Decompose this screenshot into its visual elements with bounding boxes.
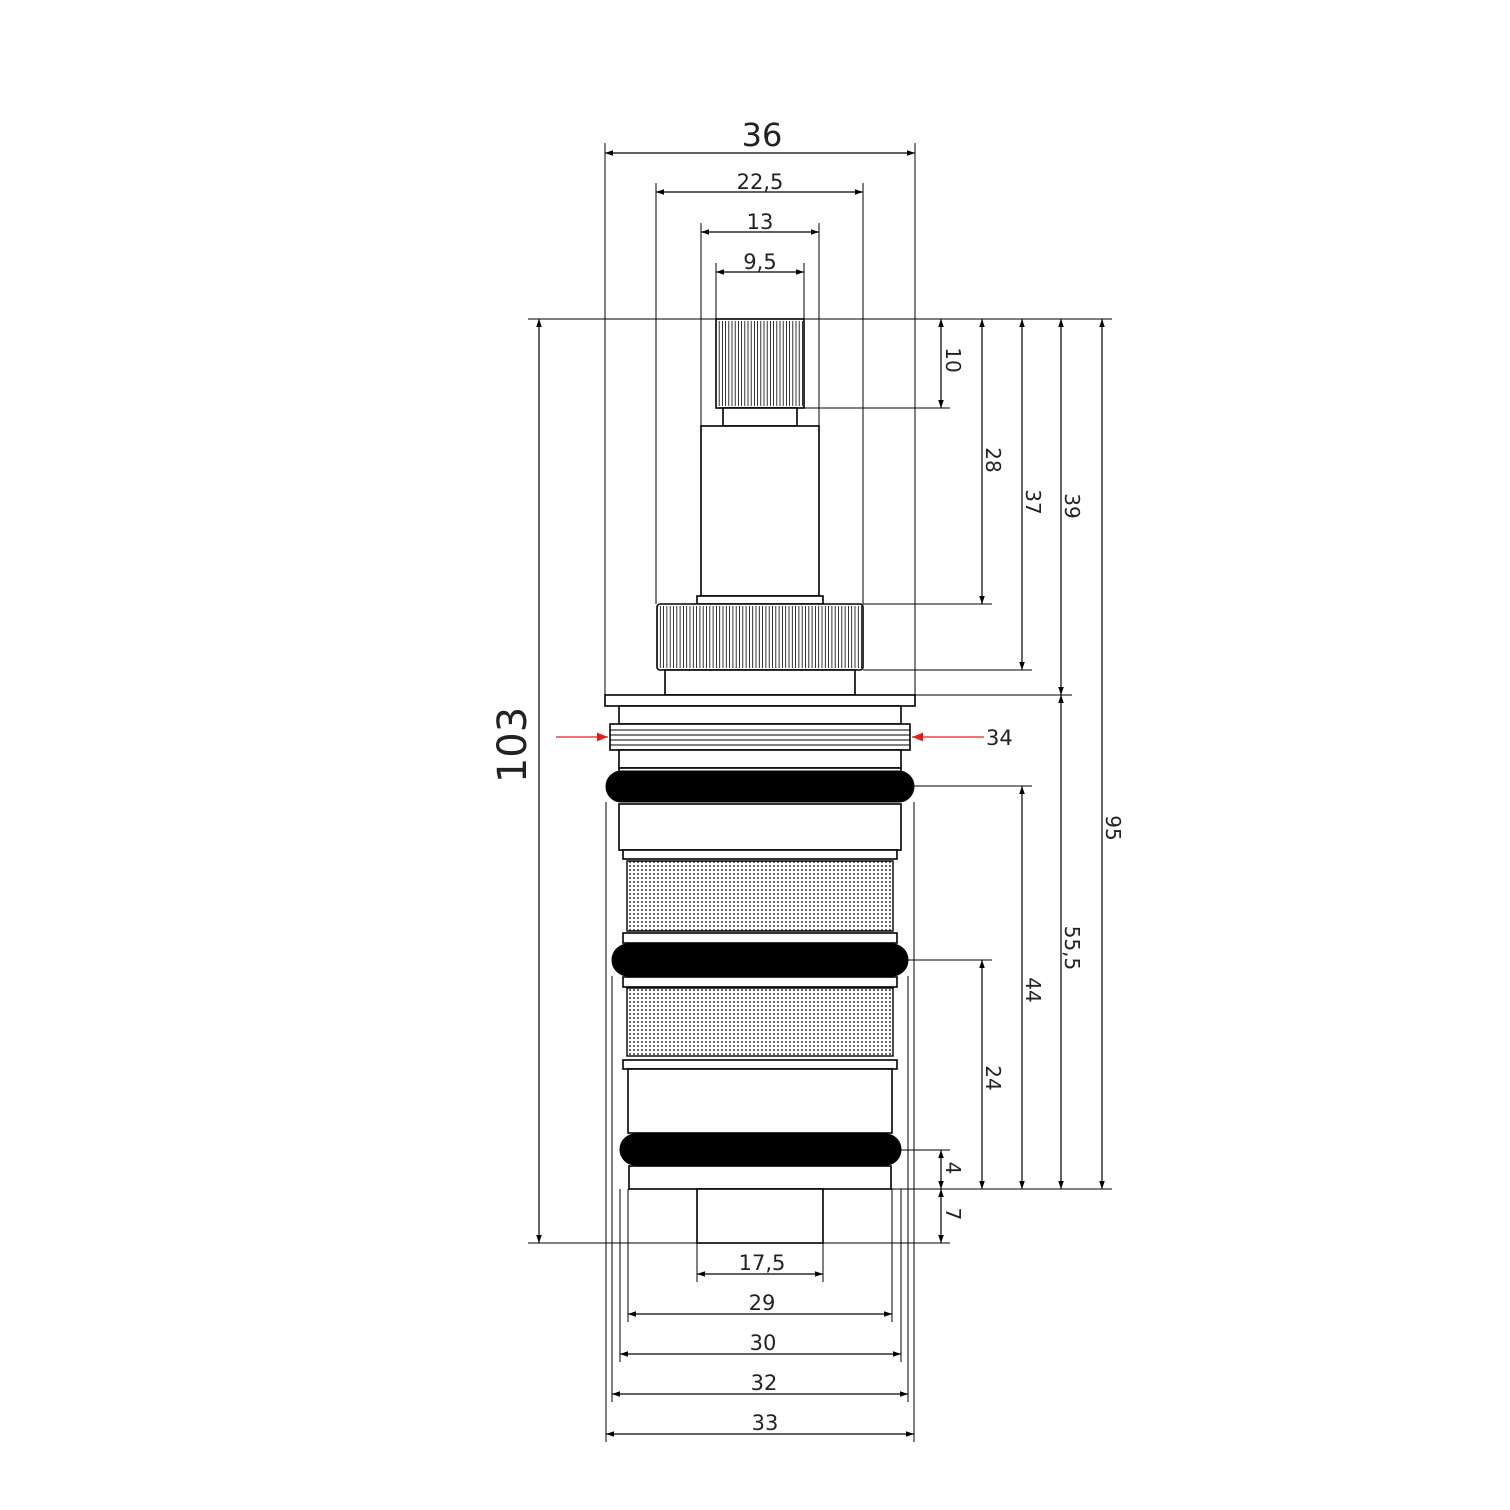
collar-base <box>664 669 856 696</box>
dim-label-width-overall: 36 <box>742 116 783 154</box>
dim-label-width-oring-33: 33 <box>752 1411 779 1435</box>
dim-label-height-55: 55,5 <box>1060 926 1084 971</box>
dimension-labels: 36 22,5 13 9,5 17,5 29 30 32 33 34 103 1… <box>490 116 1125 1435</box>
dim-label-width-stem: 13 <box>747 210 774 234</box>
filter-mesh-lower <box>626 987 894 1057</box>
cartridge-body <box>604 318 916 1244</box>
upper-body <box>618 705 902 725</box>
filter-mesh-upper <box>626 860 894 932</box>
dim-label-width-oring-32: 32 <box>751 1371 778 1395</box>
dim-label-height-spline: 10 <box>941 347 965 372</box>
collar-knurl <box>659 606 862 668</box>
thread <box>609 723 911 751</box>
base-disc <box>628 1165 892 1190</box>
dim-label-thread-diameter: 34 <box>986 726 1013 750</box>
dim-label-width-lower-body: 29 <box>749 1291 776 1315</box>
mesh-rim-bottom-1 <box>622 932 898 944</box>
dim-label-height-44: 44 <box>1021 977 1045 1002</box>
dim-label-height-to-collar: 28 <box>981 447 1005 472</box>
mesh-rim-top-1 <box>622 849 898 860</box>
dim-label-width-collar: 22,5 <box>737 170 784 194</box>
mesh-rim-bottom-2 <box>622 1059 898 1070</box>
o-ring-top <box>605 770 915 803</box>
dim-label-height-7: 7 <box>941 1208 965 1221</box>
body-segment-1 <box>618 803 902 851</box>
dim-label-height-total: 103 <box>490 707 536 783</box>
dimension-lines <box>536 150 1105 1437</box>
flange <box>604 694 916 707</box>
dim-label-height-95: 95 <box>1101 815 1125 840</box>
outlet <box>696 1188 824 1244</box>
dim-label-width-outlet: 17,5 <box>739 1251 786 1275</box>
stem <box>700 425 820 597</box>
spline-neck <box>722 407 798 427</box>
spline-knurl <box>718 321 803 406</box>
dim-label-height-to-collar-base: 37 <box>1021 489 1045 514</box>
dim-label-height-24: 24 <box>981 1065 1005 1090</box>
o-ring-middle <box>611 943 909 977</box>
stem-shoulder <box>696 595 824 605</box>
mesh-rim-top-2 <box>622 976 898 988</box>
o-ring-bottom <box>619 1133 902 1166</box>
thread-relief <box>618 749 902 769</box>
dim-label-width-spline: 9,5 <box>743 250 776 274</box>
body-segment-2 <box>627 1068 893 1134</box>
dim-label-height-4: 4 <box>941 1162 965 1175</box>
extension-lines <box>528 143 1112 1442</box>
dim-label-height-to-flange: 39 <box>1060 493 1084 518</box>
spline-tip <box>715 318 805 409</box>
dim-label-width-body-30: 30 <box>750 1331 777 1355</box>
